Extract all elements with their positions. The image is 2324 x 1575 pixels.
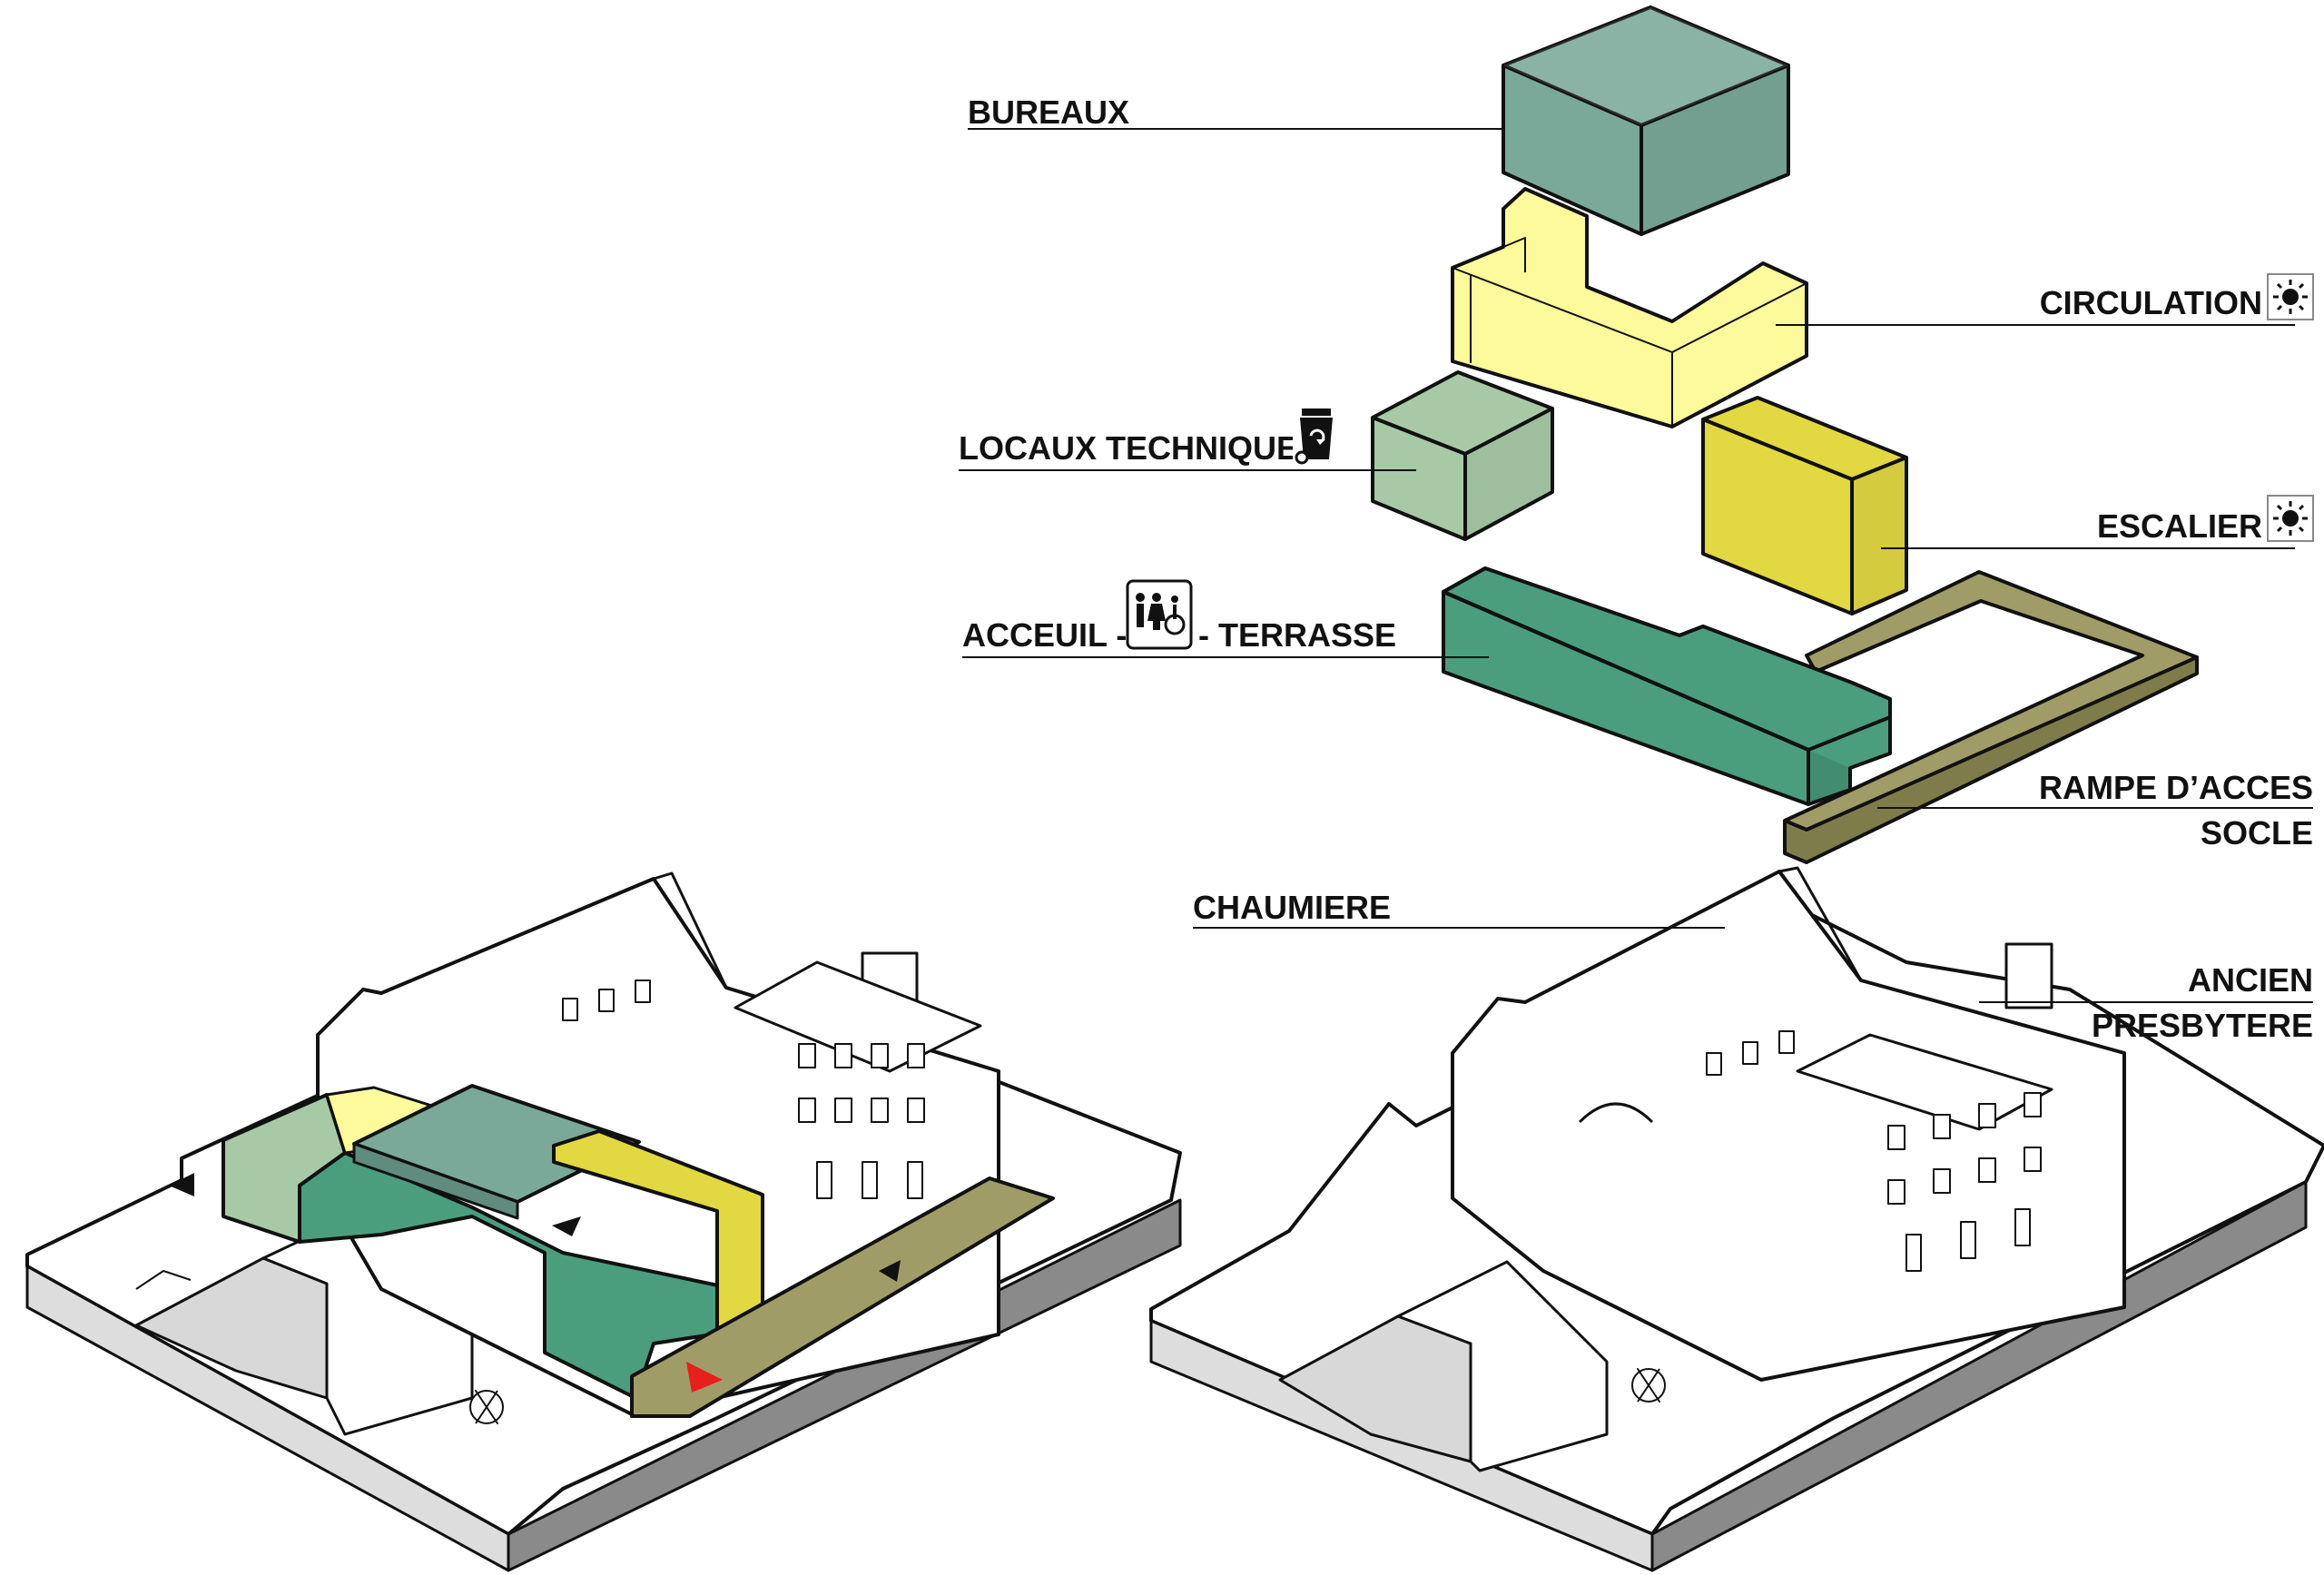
label-circulation: CIRCULATION (2040, 284, 2262, 321)
label-terrasse: - TERRASSE (1198, 616, 1396, 654)
label-ancien-line1: ANCIEN (2188, 961, 2313, 999)
sun-icon (2267, 273, 2314, 320)
label-ancien-line2: PRESBYTERE (2092, 1007, 2313, 1044)
label-bureaux: BUREAUX (968, 94, 1129, 131)
north-arrow-icon (1631, 1368, 1666, 1403)
site-model-proposed (25, 871, 1182, 1572)
label-chaumiere: CHAUMIERE (1193, 889, 1391, 926)
label-escalier: ESCALIER (2097, 507, 2262, 545)
label-rampe-line1: RAMPE D’ACCES (2039, 769, 2313, 806)
facade-windows-existing (1706, 1030, 2042, 1272)
escalier-volume (1701, 396, 1908, 615)
entry-arrow-east (879, 1260, 901, 1282)
accessible-toilets-icon (1126, 579, 1193, 650)
sun-icon (2267, 495, 2314, 542)
labels: BUREAUX CIRCULATION LOCAUX TECHNIQUES (959, 94, 2314, 1044)
entry-marker (686, 1362, 723, 1393)
recycling-bin-icon (1293, 405, 1344, 465)
label-rampe-line2: SOCLE (2201, 814, 2313, 851)
entry-arrow-west (169, 1173, 194, 1196)
facade-windows (562, 979, 925, 1199)
exploded-volumes (1371, 5, 2199, 864)
label-acceuil: ACCEUIL - (962, 616, 1127, 654)
label-locaux-techniques: LOCAUX TECHNIQUES (959, 429, 1320, 467)
locaux-techniques-volume (1371, 370, 1554, 541)
north-arrow-icon (469, 1390, 504, 1424)
site-model-existing (1149, 866, 2324, 1572)
rampe-socle-volume (1783, 570, 2199, 864)
bureaux-volume (1502, 5, 1790, 236)
acceuil-terrasse-volume (1442, 566, 1892, 806)
entry-arrow-center (552, 1216, 581, 1236)
circulation-volume (1451, 187, 1808, 428)
